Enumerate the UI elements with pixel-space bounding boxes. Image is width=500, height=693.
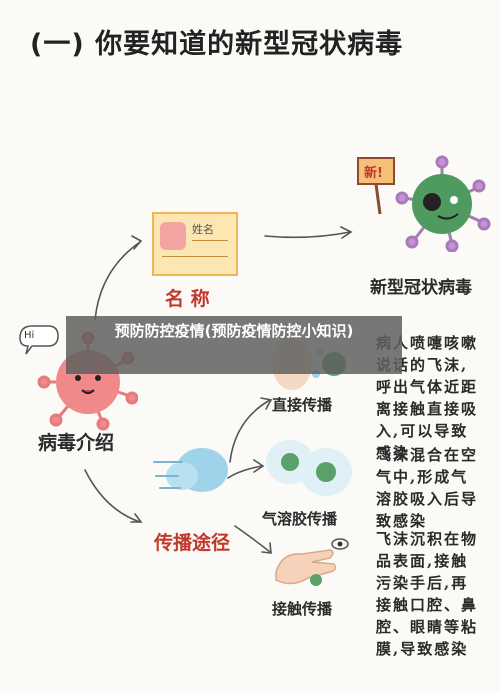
page-title: (一) 你要知道的新型冠状病毒 [30, 29, 404, 60]
contact-description: 飞沫沉积在物品表面,接触污染手后,再接触口腔、鼻腔、眼睛等粘膜,导致感染 [376, 530, 479, 658]
arrow-to-virus [264, 231, 351, 239]
transmission-label: 传播途径 [154, 532, 231, 554]
aerosol-label: 气溶胶传播 [262, 510, 338, 528]
aerosol-description: 飞沫混合在空气中,形成气溶胶吸入后导致感染 [376, 446, 479, 530]
hand-contact-icon [275, 538, 349, 586]
arrow-to-transmission [84, 469, 141, 523]
intro-label: 病毒介绍 [38, 432, 115, 454]
aerosol-cloud-icon [266, 440, 352, 496]
card-name-text: 姓名 [192, 223, 214, 236]
name-card: 姓名 [152, 212, 238, 276]
arrow-to-name [94, 241, 141, 321]
contact-label: 接触传播 [272, 600, 333, 618]
arrow-to-aerosol [227, 465, 263, 479]
overlay-banner-text: 预防防控疫情(预防疫情防控小知识) [114, 322, 354, 340]
coronavirus-green-icon [357, 155, 491, 252]
card-line [192, 240, 228, 241]
arrow-to-contact [234, 525, 271, 553]
direct-label: 直接传播 [272, 396, 333, 414]
name-label: 名 称 [165, 288, 210, 310]
arrow-to-direct [229, 399, 271, 463]
sign-text: 新! [364, 166, 383, 181]
card-photo [160, 222, 186, 250]
card-line [162, 256, 228, 257]
virus-label: 新型冠状病毒 [370, 278, 472, 298]
overlay-banner [66, 316, 402, 374]
wind-cloud-icon [153, 448, 228, 492]
greeting-text: Hi [24, 330, 35, 341]
